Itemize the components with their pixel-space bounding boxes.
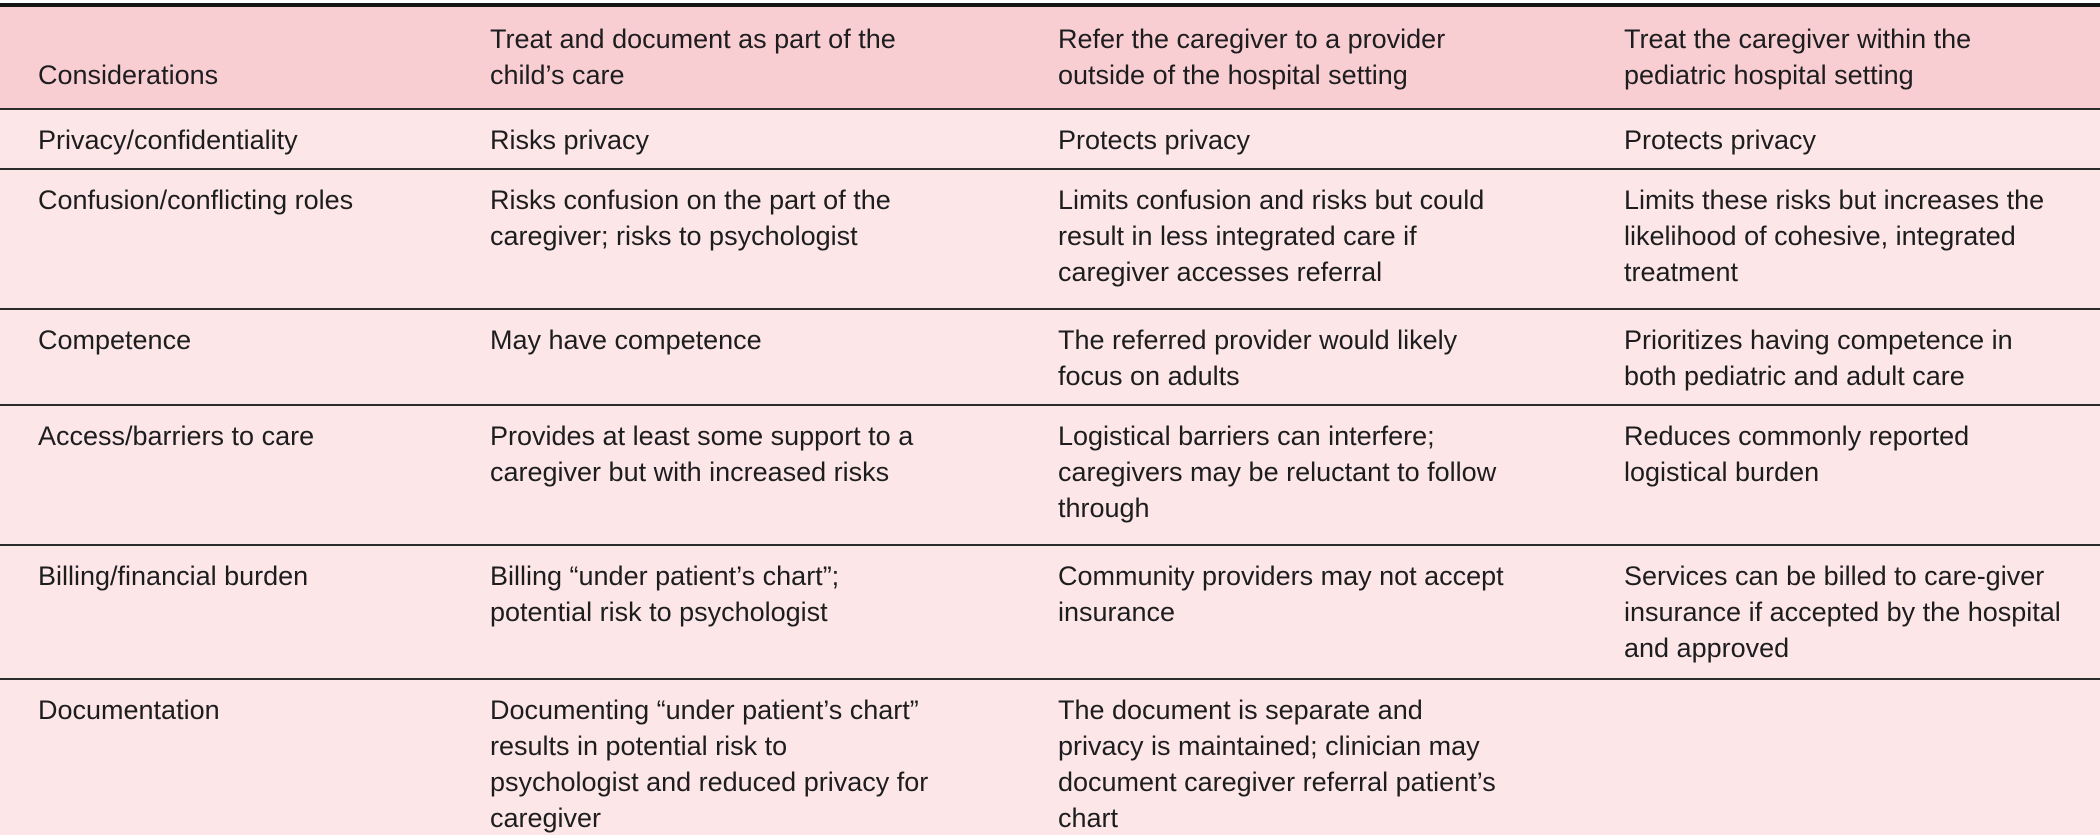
header-considerations: Considerations — [0, 5, 490, 110]
table-cell: Provides at least some support to a care… — [490, 421, 914, 487]
table-cell: Services can be billed to care-giver ins… — [1624, 561, 2061, 663]
table-row-billing: Billing/financial burden Billing “under … — [0, 545, 2100, 679]
header-treat-in-childs-care: Treat and document as part of the child’… — [490, 5, 1058, 110]
table-cell: Limits confusion and risks but could res… — [1058, 185, 1485, 287]
table-cell: Billing “under patient’s chart”; potenti… — [490, 561, 840, 627]
table-row-confusion: Confusion/conflicting roles Risks confus… — [0, 169, 2100, 309]
table-row-access: Access/barriers to care Provides at leas… — [0, 405, 2100, 545]
table-cell: Risks confusion on the part of the careg… — [490, 185, 891, 251]
table-cell: Limits these risks but increases the lik… — [1624, 185, 2045, 287]
table-cell — [1624, 679, 2100, 835]
table-cell: Logistical barriers can interfere; careg… — [1058, 421, 1497, 523]
header-refer-outside: Refer the caregiver to a provider outsid… — [1058, 5, 1624, 110]
caregiver-treatment-options-table: Considerations Treat and document as par… — [0, 3, 2100, 835]
row-label: Billing/financial burden — [38, 561, 309, 591]
row-label: Access/barriers to care — [38, 421, 315, 451]
table-cell: Documenting “under patient’s chart” resu… — [490, 695, 929, 833]
table-cell: Risks privacy — [490, 125, 650, 155]
row-label: Privacy/confidentiality — [38, 125, 298, 155]
table-cell: May have competence — [490, 325, 762, 355]
table-cell: Community providers may not accept insur… — [1058, 561, 1504, 627]
row-label: Competence — [38, 325, 192, 355]
table-cell: Prioritizes having competence in both pe… — [1624, 325, 2013, 391]
table-cell: Protects privacy — [1058, 125, 1251, 155]
header-row: Considerations Treat and document as par… — [0, 5, 2100, 110]
table-cell: Reduces commonly reported logistical bur… — [1624, 421, 1970, 487]
row-label: Confusion/conflicting roles — [38, 185, 354, 215]
row-label: Documentation — [38, 695, 220, 725]
table-cell: The document is separate and privacy is … — [1058, 695, 1496, 833]
table-row-competence: Competence May have competence The refer… — [0, 309, 2100, 405]
table-row-privacy: Privacy/confidentiality Risks privacy Pr… — [0, 109, 2100, 169]
header-treat-in-hospital: Treat the caregiver within the pediatric… — [1624, 5, 2100, 110]
table-cell: Protects privacy — [1624, 125, 1817, 155]
table-cell: The referred provider would likely focus… — [1058, 325, 1458, 391]
table-row-documentation: Documentation Documenting “under patient… — [0, 679, 2100, 835]
